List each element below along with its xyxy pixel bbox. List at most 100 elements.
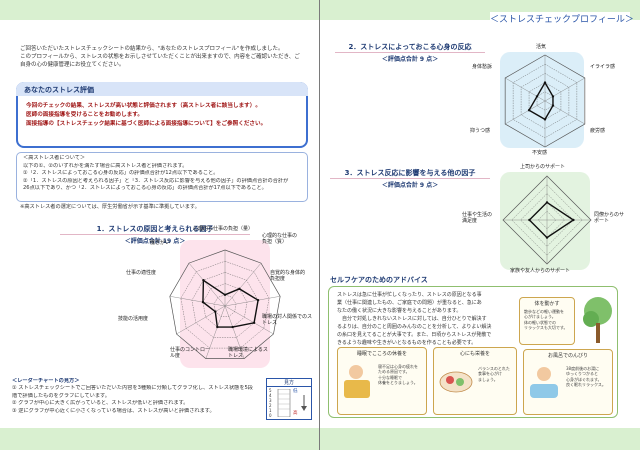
intro-line: ご回答いただいたストレスチェックシートの結果から、"あなたのストレスプロフィール… <box>20 46 284 52</box>
axis-spoke <box>505 77 546 102</box>
axis-spoke <box>224 262 262 307</box>
advice-card-bath: お風呂でのんびり 38度前後のお湯に ゆっくりつかると 心身がほぐれます。 良く… <box>523 349 613 415</box>
axis-label: 身体愁訴 <box>472 64 493 70</box>
card-title: お風呂でのんびり <box>547 353 588 359</box>
advice-text: ストレスは急に仕事が忙しくなったり、ストレスの原因となる事 業（仕事に関連したも… <box>337 291 517 347</box>
meal-icon <box>439 371 473 393</box>
axis-spoke <box>505 100 546 125</box>
data-point <box>551 104 555 107</box>
card-line: 食事を心がけ <box>478 371 502 377</box>
axis-label: 心理的な仕事の負担（量） <box>193 226 254 232</box>
advice-line: の糸口を見えてることが大事です。また、日頃からストレスが発散で <box>337 332 492 338</box>
legend-low: 低 <box>293 389 298 394</box>
advice-card-nutrition: 心にも栄養を バランスのとれた 食事を心がけ ましょう。 <box>433 347 517 415</box>
evaluation-heading: あなたのストレス評価 <box>16 82 308 96</box>
card-line: 心身がほぐれます。 <box>566 376 602 382</box>
axis-label: 自覚的な身体的負担度 <box>270 270 306 282</box>
page-title: ＜ストレスチェックプロフィール＞ <box>490 12 634 28</box>
legend-tick: 2 <box>269 403 272 408</box>
bottom-band <box>0 428 640 450</box>
howto-line: 階で評価したものをグラフにしています。 <box>12 392 110 399</box>
axis-label: 職場環境によるストレス <box>228 347 268 359</box>
axis-spoke <box>176 305 226 335</box>
axis-label: 技能の活用度 <box>118 316 149 322</box>
top-band <box>0 0 640 20</box>
data-point <box>528 218 531 222</box>
arrow-down-icon <box>301 395 307 411</box>
radar-legend: 見方 5 4 3 2 1 0 低 高 <box>266 378 312 420</box>
card-line: 良く眠れリラックス。 <box>566 382 606 388</box>
grid-ring <box>511 184 583 256</box>
advice-line: 業（仕事に関連したもの、ご家庭での問題）が重なると、急にあ <box>337 300 482 306</box>
grid-ring <box>537 210 557 230</box>
section1-subtitle: ＜評価点合計 19 点＞ <box>124 238 186 245</box>
legend-tick: 0 <box>269 413 272 418</box>
grid-ring <box>169 249 281 359</box>
axis-label: 仕事のコントロール度 <box>170 347 211 359</box>
card-line: 体の軽い状態での <box>524 319 556 325</box>
evaluation-line: 今回のチェックの結果、ストレスが高い状態と評価されます（高ストレス者に該当します… <box>26 103 261 109</box>
axis-spoke <box>224 305 245 359</box>
tree-icon <box>583 297 612 343</box>
data-point <box>202 279 205 282</box>
axis-spoke <box>205 305 226 359</box>
section1-title: 1．ストレスの原因と考えられる因子 <box>60 224 250 235</box>
card-line: 38度前後のお湯に <box>566 366 600 371</box>
high-stress-note: ※高ストレス者の選定については、厚生労働省が示す基準に準拠しています。 <box>20 204 200 210</box>
section2-title: 2．ストレスによっておこる心身の反応 <box>335 42 485 53</box>
legend-tick: 5 <box>269 388 272 393</box>
radar3-background <box>500 172 590 270</box>
data-point <box>238 287 241 291</box>
axis-spoke <box>224 296 281 307</box>
card-line: 散歩などの軽い運動を <box>524 309 564 314</box>
card-title: 体を動かす <box>534 301 560 307</box>
evaluation-line: 面接指導の【ストレスチェック結果に基づく医師による面接指導について】をご参照くだ… <box>26 121 267 127</box>
axis-label: 不安感 <box>532 150 548 156</box>
data-point <box>201 300 205 304</box>
legend-high: 高 <box>293 411 298 416</box>
intro-text: ご回答いただいたストレスチェックシートの結果から、"あなたのストレスプロフィール… <box>20 45 305 69</box>
bathing-person-icon <box>530 367 558 398</box>
advice-line: なたの働く状況に大きな影響を与えることがあります。 <box>337 308 462 314</box>
howto-line: ③ 逆にグラフが中心近くに小さくなっている場合は、ストレスが高いと評価されます。 <box>12 407 215 414</box>
data-point <box>543 81 547 84</box>
data-point <box>231 325 234 329</box>
radar-chart-stress-reactions <box>504 54 586 148</box>
advice-line: ストレスは急に仕事が忙しくなったり、ストレスの原因となる事 <box>337 292 482 298</box>
section3-subtitle: ＜評価点合計 9 点＞ <box>381 182 439 189</box>
data-point <box>543 118 547 121</box>
card-line: リラックスも大切です。 <box>524 325 568 331</box>
axis-spoke <box>544 100 585 125</box>
advice-card-exercise: 体を動かす 散歩などの軽い運動を 心がけましょう。 体の軽い状態での リラックス… <box>519 297 575 345</box>
intro-line: 自身の心の健康管理にお役立てください。 <box>20 62 125 68</box>
page-divider <box>319 0 320 450</box>
card-text: 散歩などの軽い運動を 心がけましょう。 体の軽い状態での リラックスも大切です。 <box>520 307 574 333</box>
axis-label: 上司からのサポート <box>520 164 566 170</box>
criteria-line: 26点以下であり、かつ「2．ストレスによっておこる心身の反応」の評価点合計が17… <box>23 185 267 192</box>
radar-howto: ＜レーダーチャートの見方＞ ① ストレスチェックシートでご回答いただいた内容を3… <box>12 378 262 415</box>
series-line <box>528 81 554 121</box>
card-title: 心にも栄養を <box>459 351 490 357</box>
radar-chart-stress-causes <box>169 249 281 359</box>
section2-subtitle: ＜評価点合計 9 点＞ <box>381 56 439 63</box>
axis-spoke <box>544 77 585 102</box>
data-point <box>527 109 531 112</box>
data-point <box>545 236 549 239</box>
axis-spoke <box>169 296 226 307</box>
grid-ring <box>213 294 237 317</box>
howto-line: ② グラフが中心に大きく広がっていると、ストレスが低いと評価されます。 <box>12 400 189 407</box>
axis-label: 同僚からのサポート <box>594 212 625 224</box>
legend-bar-icon <box>277 389 291 417</box>
series-line <box>202 278 259 328</box>
data-point <box>535 95 539 98</box>
grid-ring <box>191 272 259 338</box>
criteria-line: ②「1．ストレスの原因と考えられる因子」と「3．ストレス反応に影響を与える他の因… <box>23 177 289 184</box>
criteria-line: 以下の①、②のいずれかを満たす場合に高ストレス者と評価されます。 <box>23 162 188 169</box>
data-point <box>256 298 260 302</box>
stress-evaluation-box: あなたのストレス評価 今回のチェックの結果、ストレスが高い状態と評価されます（高… <box>16 82 308 148</box>
card-text: 38度前後のお湯に ゆっくりつかると 心身がほぐれます。 良く眠れリラックス。 <box>562 364 610 390</box>
card-line: ましょう。 <box>478 376 498 382</box>
card-line: 心がけましょう。 <box>524 314 556 320</box>
advice-box: ストレスは急に仕事が忙しくなったり、ストレスの原因となる事 業（仕事に関連したも… <box>328 286 618 418</box>
axis-label: 疲労感 <box>590 128 606 134</box>
